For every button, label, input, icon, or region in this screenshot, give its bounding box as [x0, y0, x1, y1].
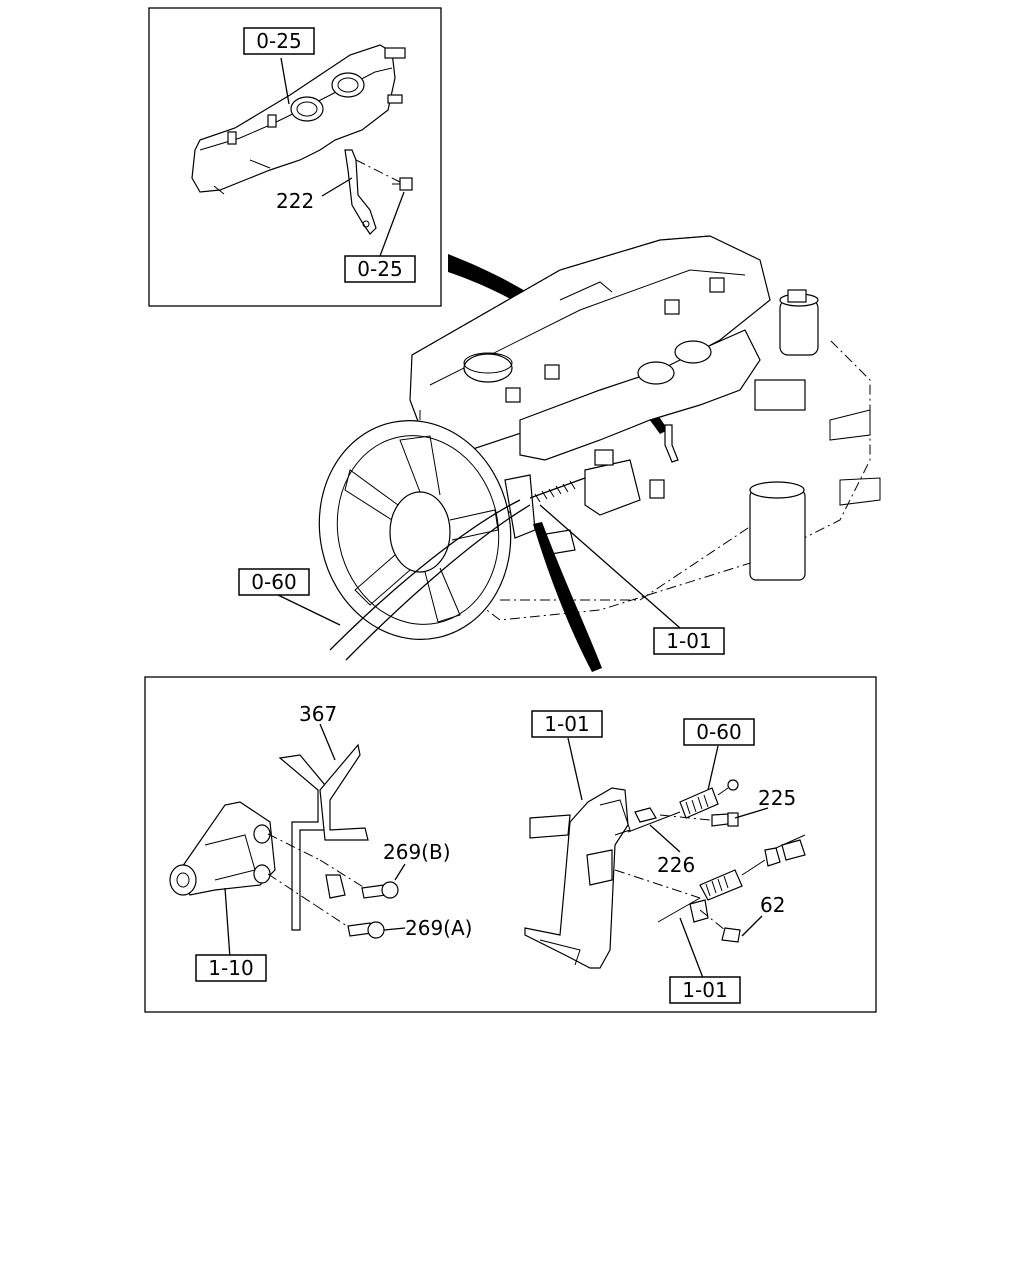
callout-arc-top [448, 254, 668, 434]
part-label-225: 225 [758, 786, 796, 810]
part-label-222: 222 [276, 189, 314, 213]
part-label-269a: 269(A) [405, 916, 472, 940]
ref-1-10-mount: 1-10 [208, 956, 253, 980]
ref-0-60-cable: 0-60 [696, 720, 741, 744]
ref-1-01-engine: 1-01 [666, 629, 711, 653]
ref-0-25-upper: 0-25 [256, 29, 301, 53]
callout-arc-bottom [533, 522, 602, 672]
ref-1-01-bracket-bottom: 1-01 [682, 978, 727, 1002]
ref-0-60-engine: 0-60 [251, 570, 296, 594]
part-label-269b: 269(B) [383, 840, 451, 864]
inset-panel-manifold: 0-25 0-25 222 [148, 7, 442, 307]
part-label-226: 226 [657, 853, 695, 877]
part-label-62: 62 [760, 893, 785, 917]
ref-1-01-bracket-top: 1-01 [544, 712, 589, 736]
part-label-367: 367 [299, 702, 337, 726]
detail-panel: 1-01 0-60 1-01 1-10 367 269(B) 269(A) 22… [144, 676, 877, 1013]
ref-0-25-lower: 0-25 [357, 257, 402, 281]
engine-assembly [277, 235, 881, 661]
